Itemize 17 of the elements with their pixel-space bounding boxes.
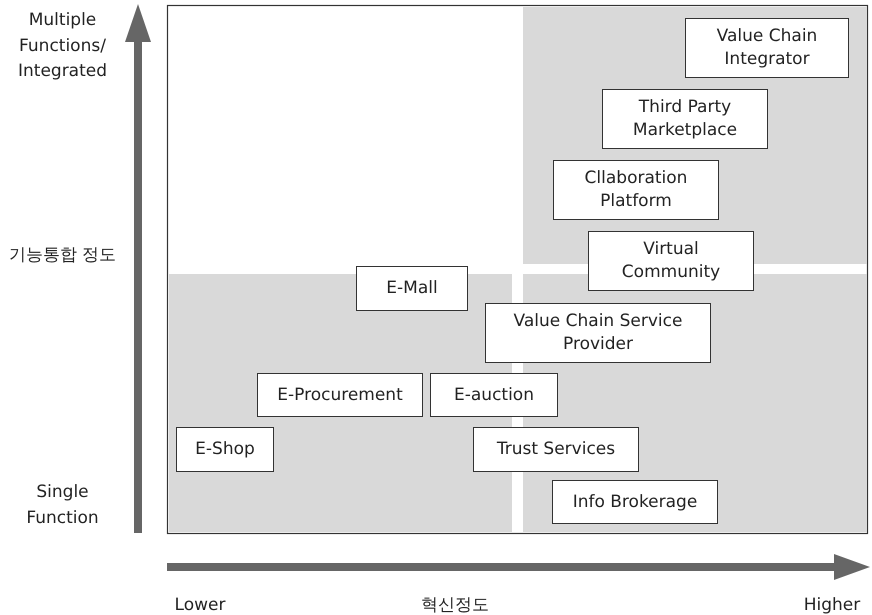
category-box: E-Mall: [356, 266, 468, 311]
category-box: E-auction: [430, 373, 558, 417]
axis-label: Higher: [802, 594, 862, 615]
axis-title: 기능통합 정도: [8, 244, 118, 267]
axis-label: Multiple Functions/ Integrated: [16, 9, 108, 83]
category-box: Virtual Community: [588, 231, 754, 291]
category-box: Third Party Marketplace: [602, 89, 768, 149]
axis-title: 혁신정도: [420, 594, 490, 615]
category-box: Value Chain Service Provider: [485, 303, 711, 363]
category-box: E-Procurement: [257, 373, 423, 417]
category-box: Value Chain Integrator: [685, 18, 849, 78]
axis-label: Lower: [174, 594, 226, 615]
category-box: E-Shop: [176, 427, 274, 472]
axis-label: Single Function: [25, 481, 100, 530]
category-box: Cllaboration Platform: [553, 160, 719, 220]
category-box: Trust Services: [473, 427, 639, 472]
category-box: Info Brokerage: [552, 480, 718, 524]
